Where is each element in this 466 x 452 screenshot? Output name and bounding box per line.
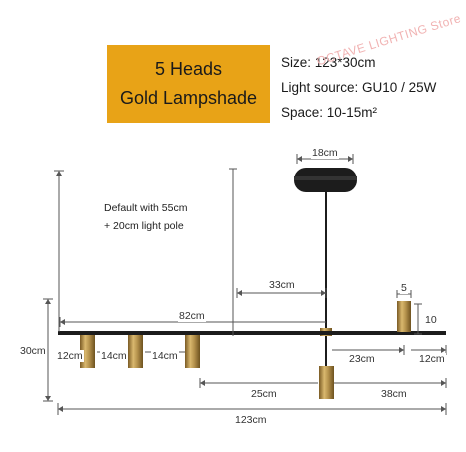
lamp-head-2 [128, 335, 143, 368]
label-gap-2: 14cm [100, 350, 128, 362]
arrow-head [321, 290, 326, 296]
arrow-head [297, 156, 302, 162]
label-canopy-width: 18cm [311, 147, 339, 159]
label-arm-to-pole: 33cm [268, 279, 296, 291]
lamp-head-3 [185, 335, 200, 368]
product-title-box: 5 Heads Gold Lampshade [107, 45, 270, 123]
arrow-head [441, 406, 446, 412]
arrow-head [45, 299, 51, 304]
label-head-width: 5 [400, 282, 408, 294]
arrow-head [45, 396, 51, 401]
arrow-head [348, 156, 353, 162]
spec-light-source: Light source: GU10 / 25W [281, 80, 437, 95]
arrow-head [237, 290, 242, 296]
arrow-head [441, 380, 446, 386]
spec-list: Size: 123*30cm Light source: GU10 / 25W … [281, 50, 436, 125]
spec-space: Space: 10-15m² [281, 105, 378, 120]
note-line-1: Default with 55cm [104, 202, 188, 214]
label-total-length: 123cm [234, 414, 268, 426]
label-gap-right-2: 12cm [418, 353, 446, 365]
lamp-head-upward [397, 301, 411, 332]
horizontal-bar [58, 331, 446, 335]
lamp-head-down [319, 366, 334, 399]
label-gap-3: 14cm [151, 350, 179, 362]
arrow-head [200, 380, 205, 386]
arrow-head [58, 406, 63, 412]
label-lower-right: 38cm [380, 388, 408, 400]
title-line-heads: 5 Heads [154, 59, 223, 79]
label-left-arm: 82cm [178, 310, 206, 322]
arrow-head [56, 171, 62, 176]
label-head-length: 10 [424, 314, 438, 326]
label-gap-right-1: 23cm [348, 353, 376, 365]
spec-size: Size: 123*30cm [281, 55, 376, 70]
label-total-height: 30cm [19, 345, 47, 357]
arrow-head [399, 347, 404, 353]
default-pole-note: Default with 55cm + 20cm light pole [104, 199, 187, 235]
label-lower-left: 25cm [250, 388, 278, 400]
lamp-head-1 [80, 335, 95, 368]
arrow-head [60, 319, 65, 325]
note-line-2: + 20cm light pole [104, 220, 184, 232]
title-line-lampshade: Gold Lampshade [119, 88, 258, 108]
canopy-band [294, 176, 357, 180]
label-gap-1: 12cm [56, 350, 84, 362]
canopy-top-gap [298, 163, 348, 168]
arrow-head [441, 347, 446, 353]
